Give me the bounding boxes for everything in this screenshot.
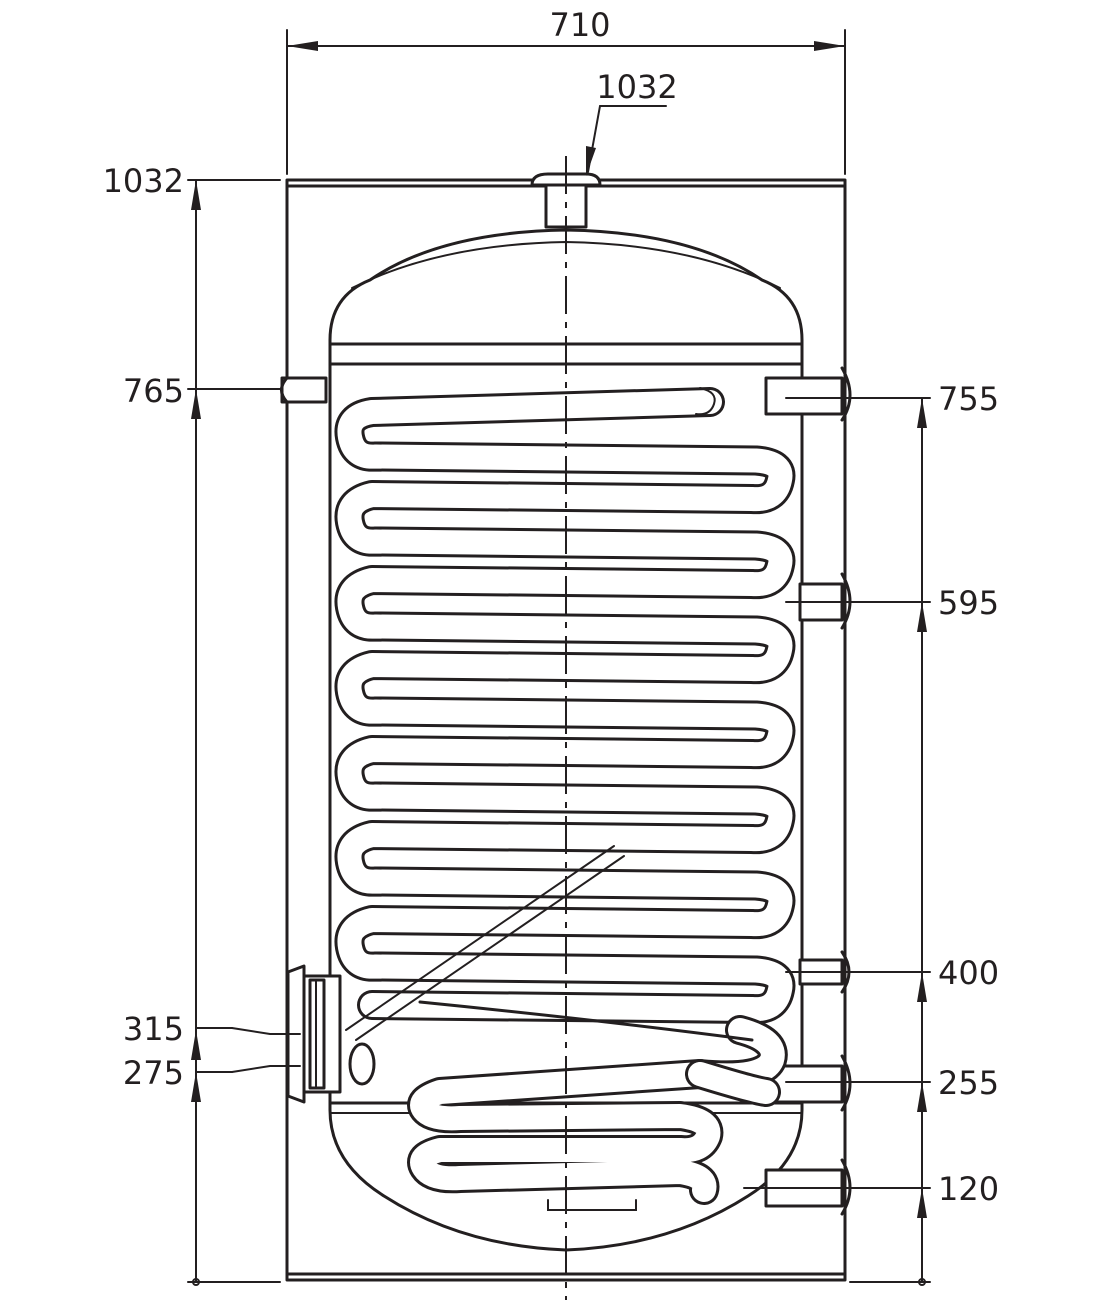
right-connection-label-1: 755	[938, 380, 999, 418]
coil-support	[345, 845, 625, 1041]
overall-width-label: 710	[549, 6, 610, 44]
right-height-dimension	[743, 397, 931, 1286]
left-upper-connection-label: 765	[123, 372, 184, 410]
right-connection-label-3: 400	[938, 954, 999, 992]
right-connection-label-2: 595	[938, 584, 999, 622]
right-connection-label-5: 120	[938, 1170, 999, 1208]
top-connection-label: 1032	[596, 68, 677, 106]
total-height-label: 1032	[103, 162, 184, 200]
right-connection-label-4: 255	[938, 1064, 999, 1102]
left-height-dimension	[187, 179, 301, 1286]
left-upper-nozzle	[280, 376, 328, 404]
coil-top-bend	[695, 387, 716, 416]
lower-coil	[407, 1000, 788, 1211]
flange-lower-label: 275	[123, 1054, 184, 1092]
inspection-flange	[286, 964, 376, 1104]
coil-tube-fill	[337, 390, 793, 1022]
width-dimension	[286, 29, 846, 175]
flange-upper-label: 315	[123, 1010, 184, 1048]
right-nozzles	[764, 366, 852, 1216]
heat-exchanger-coil	[334, 387, 796, 1025]
top-connection-leader	[586, 105, 667, 176]
